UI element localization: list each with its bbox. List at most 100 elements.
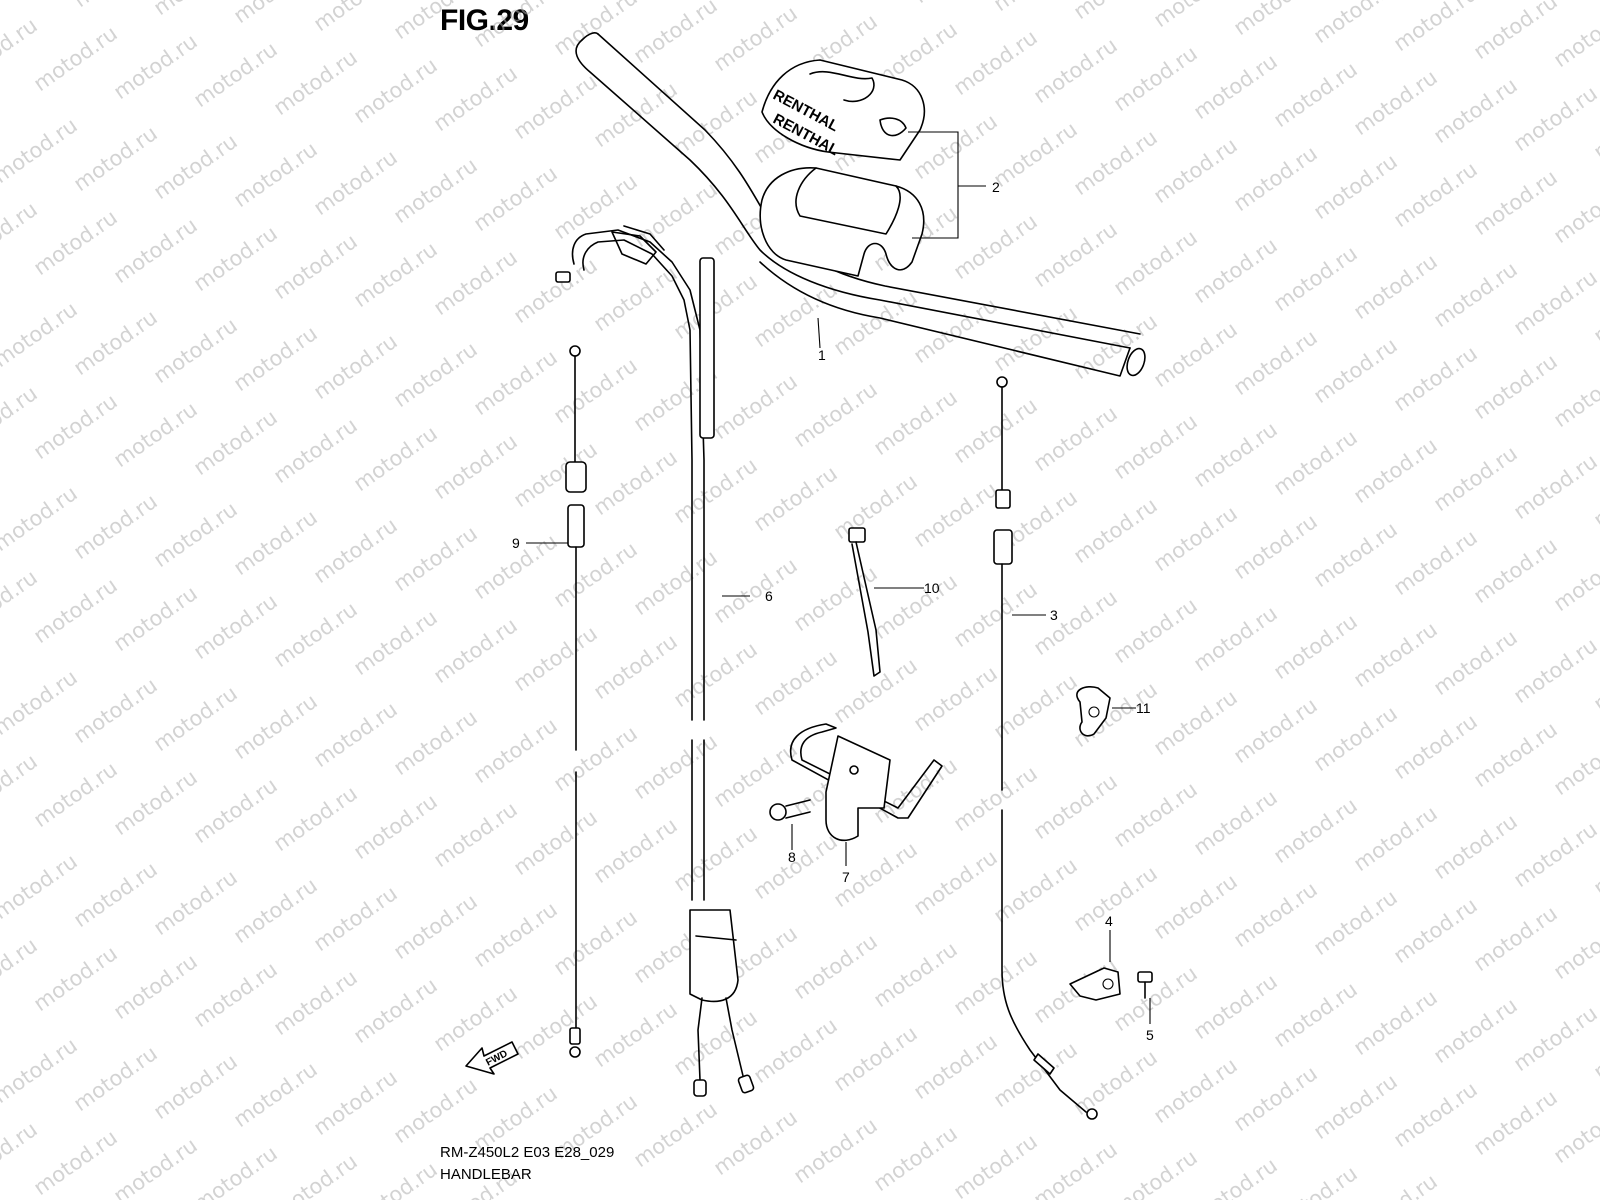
watermark-text: motod.ru bbox=[389, 0, 482, 44]
watermark-text: motod.ru bbox=[1309, 333, 1402, 408]
watermark-text: motod.ru bbox=[469, 897, 562, 972]
watermark-text: motod.ru bbox=[1189, 785, 1282, 860]
watermark-text: motod.ru bbox=[269, 413, 362, 488]
watermark-text: motod.ru bbox=[1269, 57, 1362, 132]
watermark-text: motod.ru bbox=[1269, 609, 1362, 684]
watermark-text: motod.ru bbox=[709, 553, 802, 628]
watermark-text: motod.ru bbox=[509, 69, 602, 144]
watermark-text: motod.ru bbox=[29, 1125, 122, 1200]
watermark-text: motod.ru bbox=[989, 1037, 1082, 1112]
watermark-text: motod.ru bbox=[469, 713, 562, 788]
watermark-text: motod.ru bbox=[349, 53, 442, 128]
watermark-text: motod.ru bbox=[789, 1113, 882, 1188]
watermark-text: motod.ru bbox=[509, 805, 602, 880]
watermark-text: motod.ru bbox=[309, 1065, 402, 1140]
watermark-text: motod.ru bbox=[1149, 685, 1242, 760]
watermark-text: motod.ru bbox=[1349, 65, 1442, 140]
handlebar-pad-part[interactable]: RENTHAL RENTHAL bbox=[759, 59, 986, 277]
watermark-text: motod.ru bbox=[109, 1133, 202, 1200]
watermark-text: motod.ru bbox=[1189, 969, 1282, 1044]
watermark-text: motod.ru bbox=[509, 621, 602, 696]
watermark-text: motod.ru bbox=[1149, 869, 1242, 944]
watermark-text: motod.ru bbox=[1309, 149, 1402, 224]
watermark-text: motod.ru bbox=[1509, 265, 1600, 340]
watermark-text: motod.ru bbox=[949, 393, 1042, 468]
watermark-text: motod.ru bbox=[69, 0, 162, 12]
callout-11: 11 bbox=[1136, 700, 1151, 716]
watermark-text: motod.ru bbox=[1389, 1077, 1482, 1152]
watermark-text: motod.ru bbox=[29, 757, 122, 832]
watermark-text: motod.ru bbox=[1109, 777, 1202, 852]
callout-6: 6 bbox=[765, 588, 773, 604]
clamp-11-part[interactable] bbox=[1076, 686, 1136, 737]
watermark-text: motod.ru bbox=[669, 85, 762, 160]
watermark-text: motod.ru bbox=[1109, 41, 1202, 116]
watermark-text: motod.ru bbox=[149, 865, 242, 940]
watermark-text: motod.ru bbox=[989, 0, 1082, 16]
watermark-text: motod.ru bbox=[949, 25, 1042, 100]
watermark-text: motod.ru bbox=[829, 653, 922, 728]
watermark-text: motod.ru bbox=[1349, 985, 1442, 1060]
watermark-text: motod.ru bbox=[1269, 241, 1362, 316]
watermark-text: motod.ru bbox=[149, 497, 242, 572]
watermark-text: motod.ru bbox=[309, 881, 402, 956]
watermark-text: motod.ru bbox=[549, 0, 642, 60]
watermark-text: motod.ru bbox=[469, 345, 562, 420]
watermark-text: motod.ru bbox=[309, 329, 402, 404]
bracket-part[interactable] bbox=[789, 723, 943, 866]
watermark-text: motod.ru bbox=[1109, 1145, 1202, 1200]
bolt-5-part[interactable] bbox=[1137, 971, 1153, 1024]
holder-4-part[interactable] bbox=[1069, 930, 1121, 1001]
watermark-text: motod.ru bbox=[1429, 257, 1522, 332]
watermark-text: motod.ru bbox=[269, 965, 362, 1040]
watermark-text: motod.ru bbox=[1429, 625, 1522, 700]
watermark-text: motod.ru bbox=[829, 1021, 922, 1096]
watermark-text: motod.ru bbox=[909, 1029, 1002, 1104]
section-name: HANDLEBAR bbox=[440, 1166, 532, 1183]
watermark-text: motod.ru bbox=[1029, 1137, 1122, 1200]
cable-9-part[interactable] bbox=[526, 345, 587, 1058]
watermark-text: motod.ru bbox=[189, 957, 282, 1032]
cable-tie-part[interactable] bbox=[848, 527, 924, 677]
bolt-8-part[interactable] bbox=[769, 799, 811, 850]
watermark-text: motod.ru bbox=[349, 1157, 442, 1200]
watermark-text: motod.ru bbox=[1029, 769, 1122, 844]
watermark-text: motod.ru bbox=[229, 505, 322, 580]
watermark-text: motod.ru bbox=[629, 545, 722, 620]
watermark-text: motod.ru bbox=[149, 1049, 242, 1124]
callout-4: 4 bbox=[1105, 913, 1113, 929]
watermark-text: motod.ru bbox=[1189, 233, 1282, 308]
watermark-text: motod.ru bbox=[189, 773, 282, 848]
watermark-text: motod.ru bbox=[109, 213, 202, 288]
watermark-text: motod.ru bbox=[1389, 709, 1482, 784]
clutch-cable-part[interactable] bbox=[993, 376, 1098, 1120]
callout-1: 1 bbox=[818, 347, 826, 363]
watermark-text: motod.ru bbox=[909, 845, 1002, 920]
watermark-text: motod.ru bbox=[1349, 801, 1442, 876]
watermark-text: motod.ru bbox=[869, 1121, 962, 1196]
watermark-text: motod.ru bbox=[109, 397, 202, 472]
callout-10: 10 bbox=[924, 580, 940, 596]
callout-9: 9 bbox=[512, 535, 520, 551]
watermark-text: motod.ru bbox=[0, 0, 82, 4]
watermark-text: motod.ru bbox=[109, 581, 202, 656]
watermark-text: motod.ru bbox=[429, 613, 522, 688]
watermark-text: motod.ru bbox=[1229, 877, 1322, 952]
watermark-text: motod.ru bbox=[1029, 33, 1122, 108]
watermark-text: motod.ru bbox=[109, 29, 202, 104]
watermark-text: motod.ru bbox=[1029, 585, 1122, 660]
watermark-text: motod.ru bbox=[29, 389, 122, 464]
watermark-text: motod.ru bbox=[1429, 441, 1522, 516]
watermark-text: motod.ru bbox=[1469, 1085, 1562, 1160]
watermark-text: motod.ru bbox=[1149, 1053, 1242, 1128]
watermark-text: motod.ru bbox=[1229, 0, 1322, 40]
watermark-text: motod.ru bbox=[709, 369, 802, 444]
watermark-text: motod.ru bbox=[29, 21, 122, 96]
watermark-text: motod.ru bbox=[1389, 341, 1482, 416]
callout-2: 2 bbox=[992, 179, 1000, 195]
throttle-cable-part[interactable] bbox=[555, 225, 755, 1097]
watermark-text: motod.ru bbox=[1389, 0, 1482, 56]
watermark-text: motod.ru bbox=[709, 1, 802, 76]
watermark-text: motod.ru bbox=[549, 353, 642, 428]
watermark-text: motod.ru bbox=[1349, 433, 1442, 508]
